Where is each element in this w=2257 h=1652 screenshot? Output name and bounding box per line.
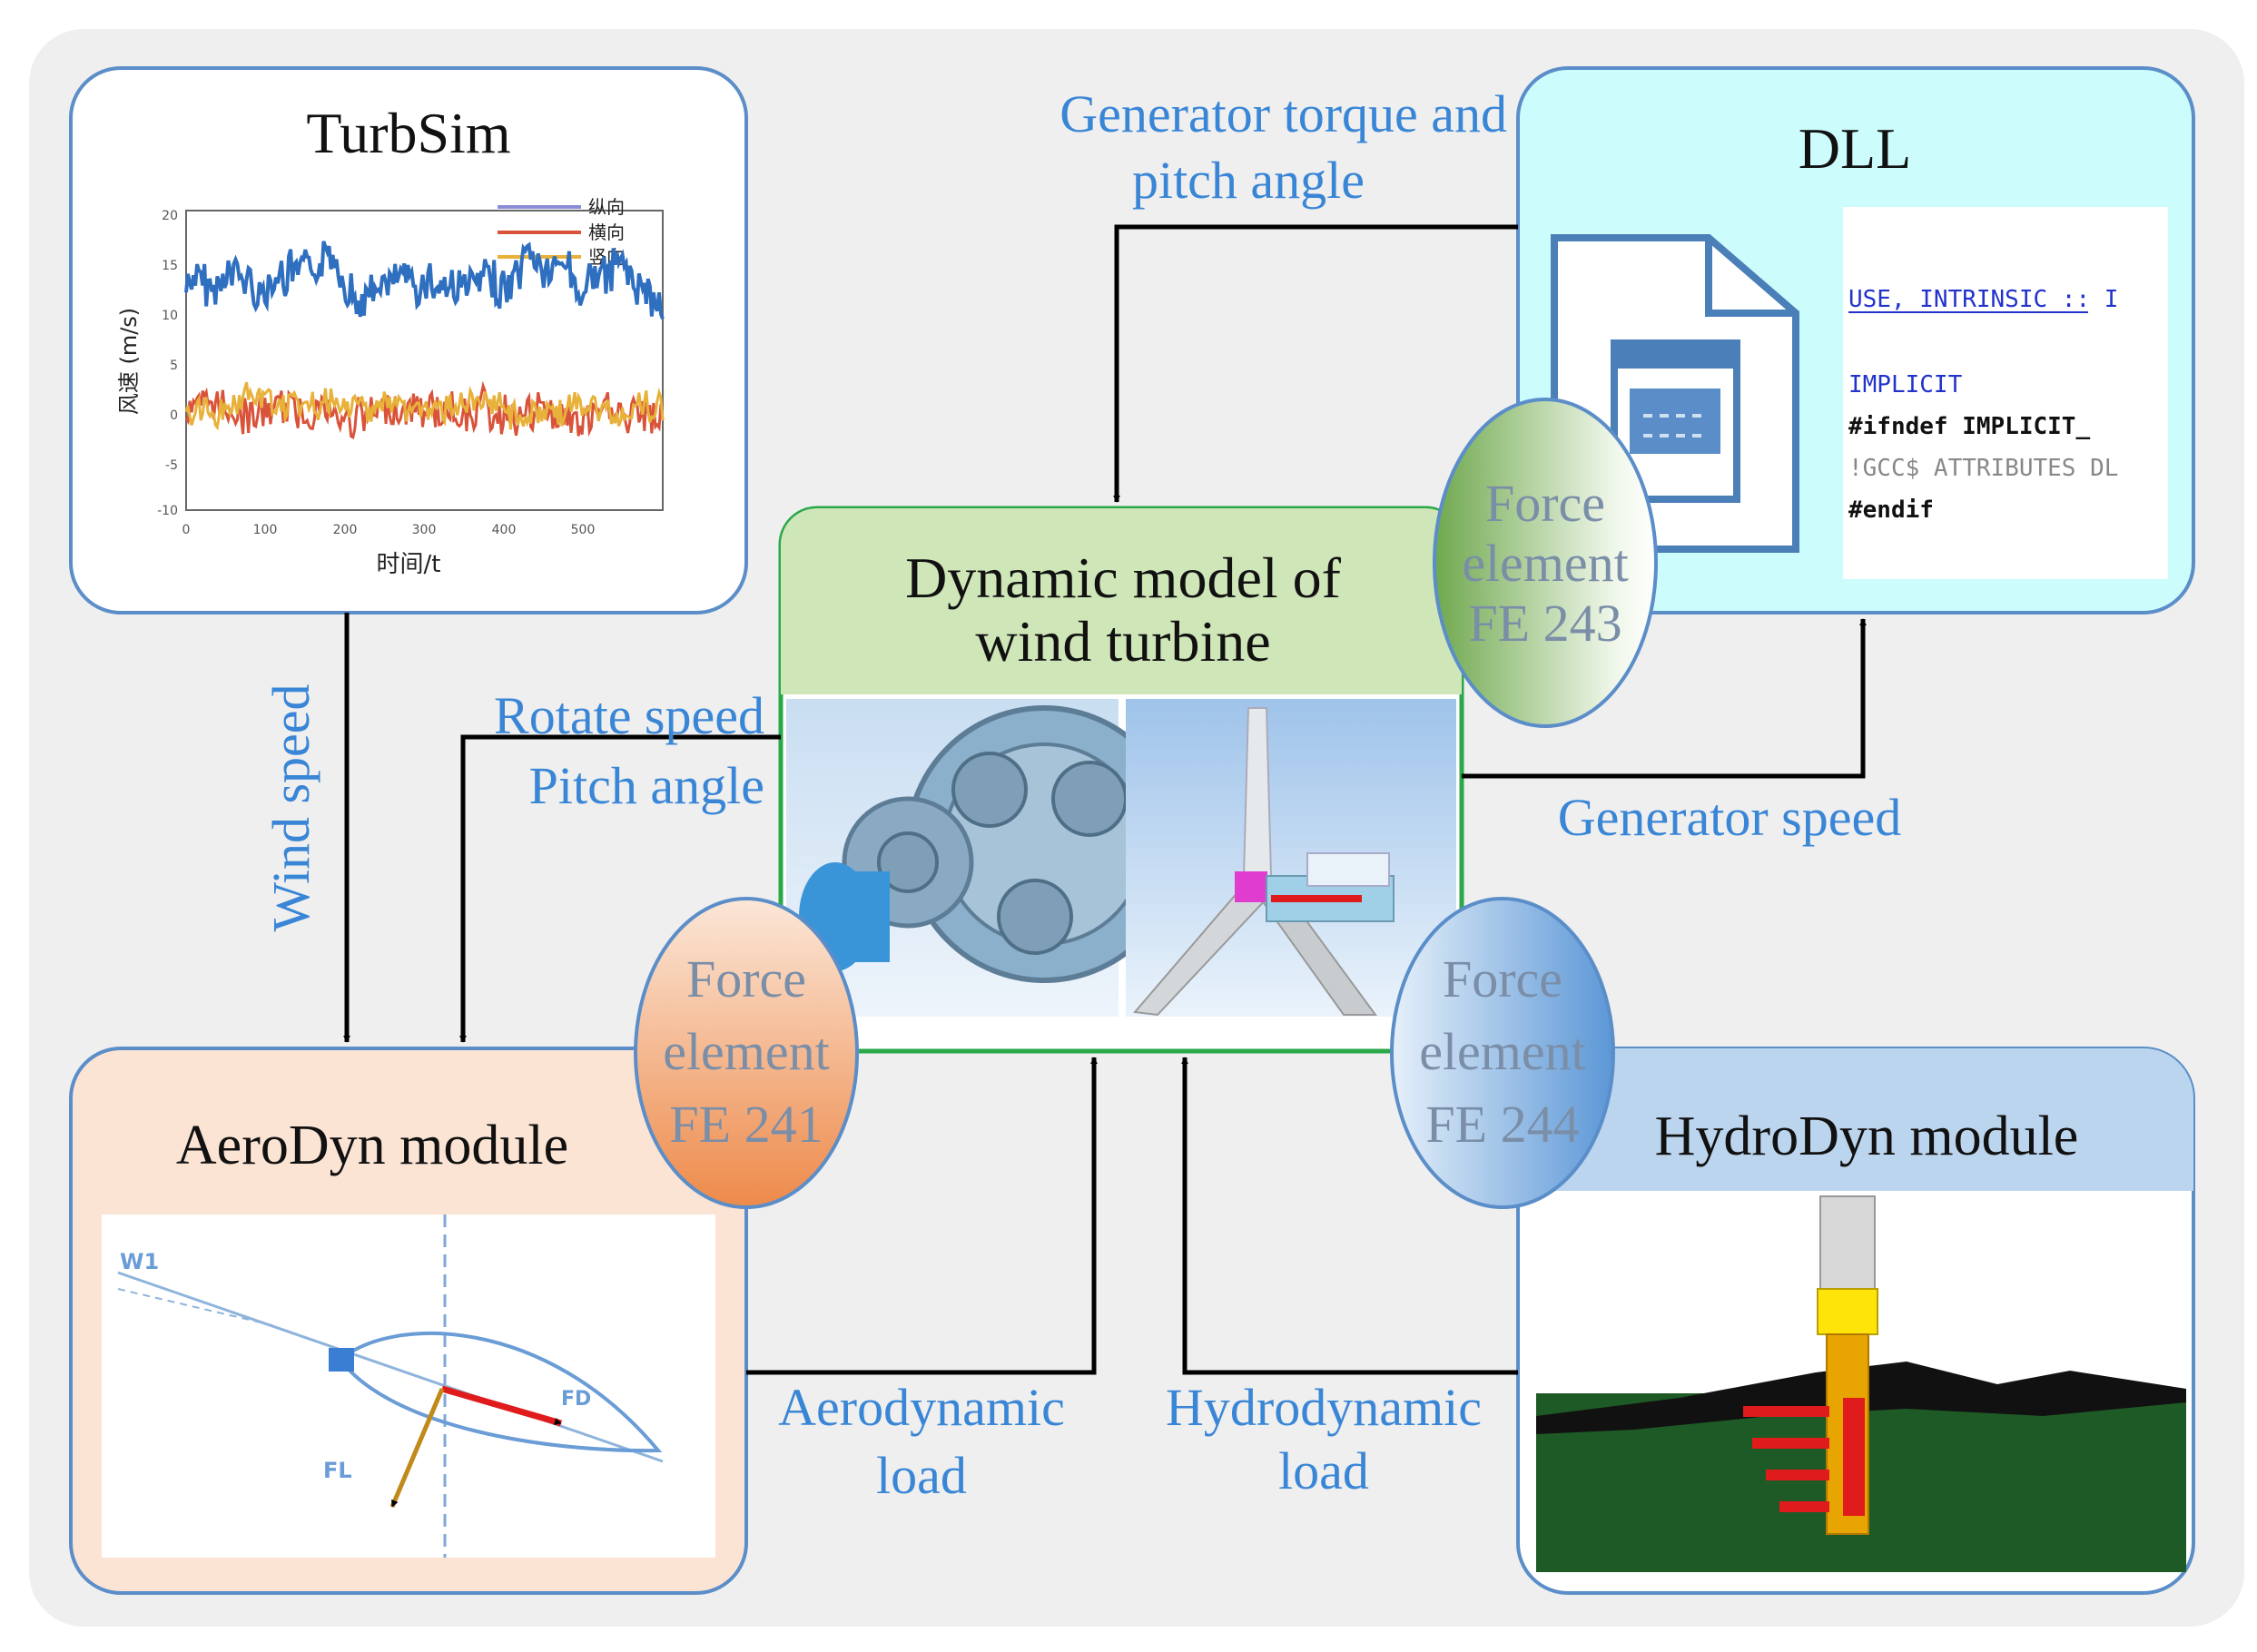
fe244-line1: Force [1443, 949, 1562, 1008]
y-tick-labels: 20 15 10 5 0 -5 -10 [157, 209, 178, 518]
y-tick: -5 [165, 458, 178, 473]
x-tick-labels: 0 100 200 300 400 500 [182, 523, 596, 537]
series-vertical [184, 381, 665, 431]
fe243-line1: Force [1485, 474, 1605, 533]
model-title-line1: Dynamic model of [905, 546, 1342, 610]
turbsim-plot: 20 15 10 5 0 -5 -10 0 100 200 300 400 50… [102, 189, 715, 579]
fe241-line3: FE 241 [669, 1095, 823, 1154]
fe241-line1: Force [686, 949, 806, 1008]
label-hydro-load-line2: load [1278, 1441, 1369, 1500]
code-line: IMPLICIT [1848, 371, 1963, 398]
dynamic-model-box[interactable]: Dynamic model of wind turbine [778, 506, 1464, 1054]
label-rotate-speed: Rotate speed [494, 686, 764, 745]
x-tick: 500 [571, 523, 596, 537]
code-line: #endif [1848, 497, 1934, 524]
dll-box[interactable]: DLL USE, INTRINSIC :: I IMPLICIT #ifndef… [1516, 66, 2195, 615]
code-line: !GCC$ ATTRIBUTES DL [1848, 455, 2118, 482]
turbsim-title: TurbSim [306, 101, 510, 165]
fe241-line2: element [663, 1022, 830, 1081]
x-tick: 200 [333, 523, 358, 537]
force-element-fe244[interactable]: Force element FE 244 [1390, 897, 1615, 1209]
code-line: #ifndef IMPLICIT_ [1848, 413, 2090, 440]
dll-title: DLL [1799, 116, 1911, 181]
airfoil-label-fl: FL [323, 1458, 352, 1483]
plot-ylabel: 风速 (m/s) [116, 308, 142, 415]
flow-labels: Wind speed Rotate speed Pitch angle Gene… [261, 84, 1901, 1505]
aerodyn-title: AeroDyn module [176, 1115, 568, 1176]
x-tick: 400 [492, 523, 517, 537]
fe243-line2: element [1462, 534, 1629, 593]
series-longitudinal [184, 241, 665, 320]
label-wind-speed: Wind speed [261, 683, 320, 931]
turbine-render [1126, 699, 1456, 1017]
x-tick: 100 [253, 523, 278, 537]
airfoil-label-w: W1 [120, 1249, 159, 1274]
arrow-generator-torque [1113, 224, 1518, 503]
y-tick: 5 [170, 359, 178, 373]
arrow-hydro-load [1181, 1057, 1518, 1375]
label-hydro-load-line1: Hydrodynamic [1166, 1378, 1482, 1437]
label-generator-speed: Generator speed [1558, 788, 1901, 847]
arrow-rotate-speed [459, 734, 781, 1043]
fe244-line2: element [1419, 1022, 1586, 1081]
series-lateral [184, 380, 665, 440]
fe243-line3: FE 243 [1468, 594, 1621, 653]
monopile-render [1536, 1191, 2186, 1572]
flow-arrows [343, 224, 1867, 1375]
legend-item: 纵向 [588, 196, 625, 218]
hydrodyn-title: HydroDyn module [1655, 1106, 2079, 1167]
y-tick: 20 [162, 209, 178, 223]
legend-item: 横向 [588, 221, 625, 243]
gearbox-render [786, 699, 1183, 1017]
model-title-line2: wind turbine [975, 609, 1270, 674]
arrow-aero-load [746, 1057, 1098, 1375]
x-tick: 300 [412, 523, 437, 537]
hydrodyn-box[interactable]: HydroDyn module [1516, 1047, 2195, 1595]
label-generator-torque-line1: Generator torque and [1060, 84, 1507, 143]
y-tick: 0 [170, 408, 178, 423]
y-tick: 10 [162, 309, 178, 323]
y-tick: 15 [162, 259, 178, 273]
airfoil-diagram: W1 FD FL [102, 1214, 715, 1558]
label-aero-load-line2: load [876, 1446, 967, 1505]
label-aero-load-line1: Aerodynamic [778, 1378, 1065, 1437]
arrow-generator-speed [1462, 618, 1867, 779]
code-panel: USE, INTRINSIC :: I IMPLICIT #ifndef IMP… [1843, 207, 2168, 579]
airfoil-label-fd: FD [561, 1388, 591, 1411]
y-tick: -10 [157, 504, 178, 518]
force-element-fe243[interactable]: Force element FE 243 [1433, 398, 1658, 728]
label-pitch-angle: Pitch angle [529, 756, 764, 815]
plot-xlabel: 时间/t [377, 551, 441, 578]
turbsim-box[interactable]: TurbSim 20 15 10 5 0 -5 -10 0 100 200 30… [69, 66, 748, 615]
label-generator-torque-line2: pitch angle [1132, 151, 1365, 210]
fe244-line3: FE 244 [1425, 1095, 1579, 1154]
aerodyn-box[interactable]: AeroDyn module W1 FD FL [69, 1047, 748, 1595]
x-tick: 0 [182, 523, 191, 537]
code-line: USE, INTRINSIC :: I [1848, 286, 2118, 313]
force-element-fe241[interactable]: Force element FE 241 [634, 897, 859, 1209]
